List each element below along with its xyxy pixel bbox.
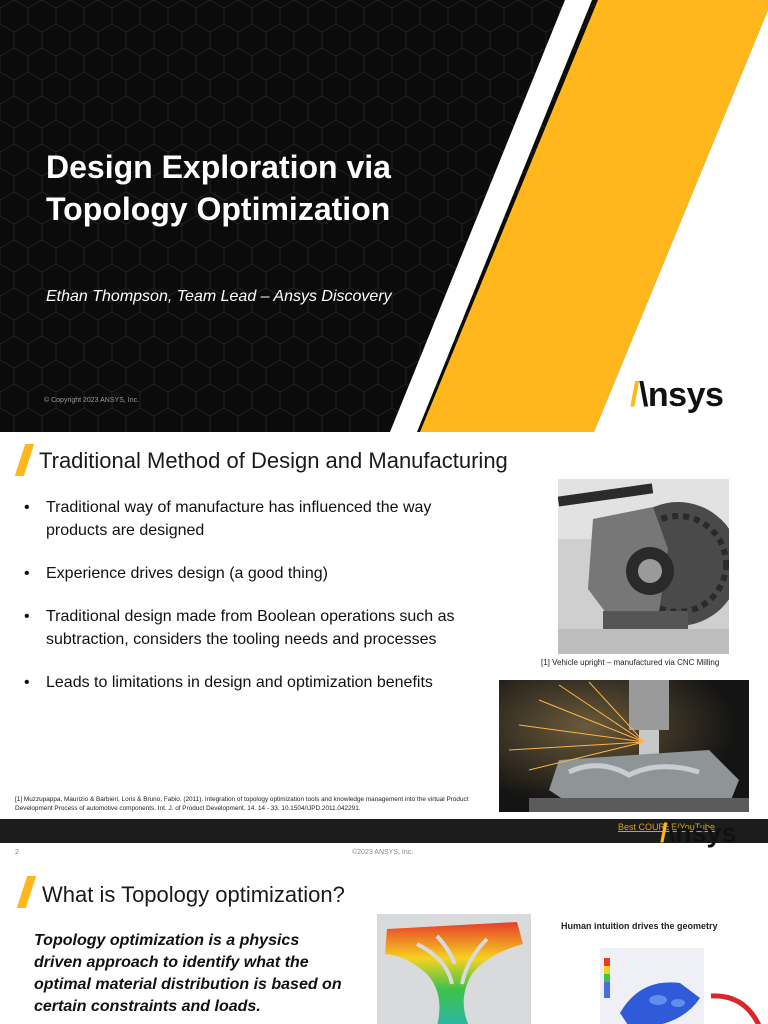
slide-title: Traditional Method of Design and Manufac… bbox=[39, 448, 508, 473]
slide-title: What is Topology optimization? bbox=[42, 882, 345, 907]
list-item: • Experience drives design (a good thing) bbox=[24, 562, 464, 585]
bullet-icon: • bbox=[24, 608, 30, 625]
page-number: 2 bbox=[15, 849, 19, 856]
bullet-icon: • bbox=[24, 499, 30, 516]
bullet-text: Traditional way of manufacture has influ… bbox=[46, 499, 432, 539]
bullet-icon: • bbox=[24, 674, 30, 691]
footer-copyright: ©2023 ANSYS, Inc. bbox=[352, 849, 414, 856]
vehicle-upright-photo bbox=[558, 479, 729, 654]
image-caption: [1] Vehicle upright – manufactured via C… bbox=[541, 658, 720, 667]
image-caption: Human intuition drives the geometry bbox=[561, 921, 718, 931]
bullet-text: Leads to limitations in design and optim… bbox=[46, 674, 433, 691]
title-slide: Design Exploration via Topology Optimiza… bbox=[0, 0, 768, 432]
bullet-text: Traditional design made from Boolean ope… bbox=[46, 608, 455, 648]
logo-wordmark: \nsys bbox=[638, 376, 724, 414]
accent-slash-icon bbox=[14, 444, 35, 476]
ansys-logo: /\nsys bbox=[630, 376, 724, 415]
copyright-text: © Copyright 2023 ANSYS, Inc. bbox=[44, 397, 140, 404]
footer-bar bbox=[0, 819, 768, 843]
list-item: • Leads to limitations in design and opti… bbox=[24, 671, 464, 694]
bullet-list: • Traditional way of manufacture has infl… bbox=[24, 496, 464, 714]
list-item: • Traditional way of manufacture has infl… bbox=[24, 496, 464, 542]
diagonal-stripes-decoration bbox=[390, 0, 768, 432]
slide-title: Design Exploration via Topology Optimiza… bbox=[46, 146, 466, 230]
logo-slash: / bbox=[630, 376, 639, 414]
bullet-icon: • bbox=[24, 565, 30, 582]
course-link[interactable]: Best COURSE/YouTube bbox=[618, 822, 715, 832]
list-item: • Traditional design made from Boolean op… bbox=[24, 605, 464, 651]
stress-analysis-image bbox=[600, 948, 704, 1024]
logo-wordmark: \nsys bbox=[667, 818, 737, 848]
red-arc-decoration bbox=[710, 993, 761, 1024]
topology-optimized-part-image bbox=[377, 914, 531, 1024]
bullet-text: Experience drives design (a good thing) bbox=[46, 565, 328, 582]
ansys-logo: /\nsys bbox=[660, 818, 737, 849]
title-line-2: Topology Optimization bbox=[46, 191, 391, 227]
reference-citation: [1] Muzzupappa, Maurizio & Barbieri, Lor… bbox=[15, 796, 469, 812]
content-slide-traditional-method: Traditional Method of Design and Manufac… bbox=[0, 432, 768, 864]
title-line-1: Design Exploration via bbox=[46, 149, 391, 185]
presenter-subtitle: Ethan Thompson, Team Lead – Ansys Discov… bbox=[46, 288, 392, 305]
accent-slash-icon bbox=[16, 876, 37, 908]
cnc-milling-photo bbox=[499, 680, 749, 812]
logo-slash: / bbox=[660, 818, 668, 848]
content-slide-topology-optimization: What is Topology optimization? Topology … bbox=[0, 864, 768, 1024]
definition-text: Topology optimization is a physics drive… bbox=[34, 932, 342, 1015]
